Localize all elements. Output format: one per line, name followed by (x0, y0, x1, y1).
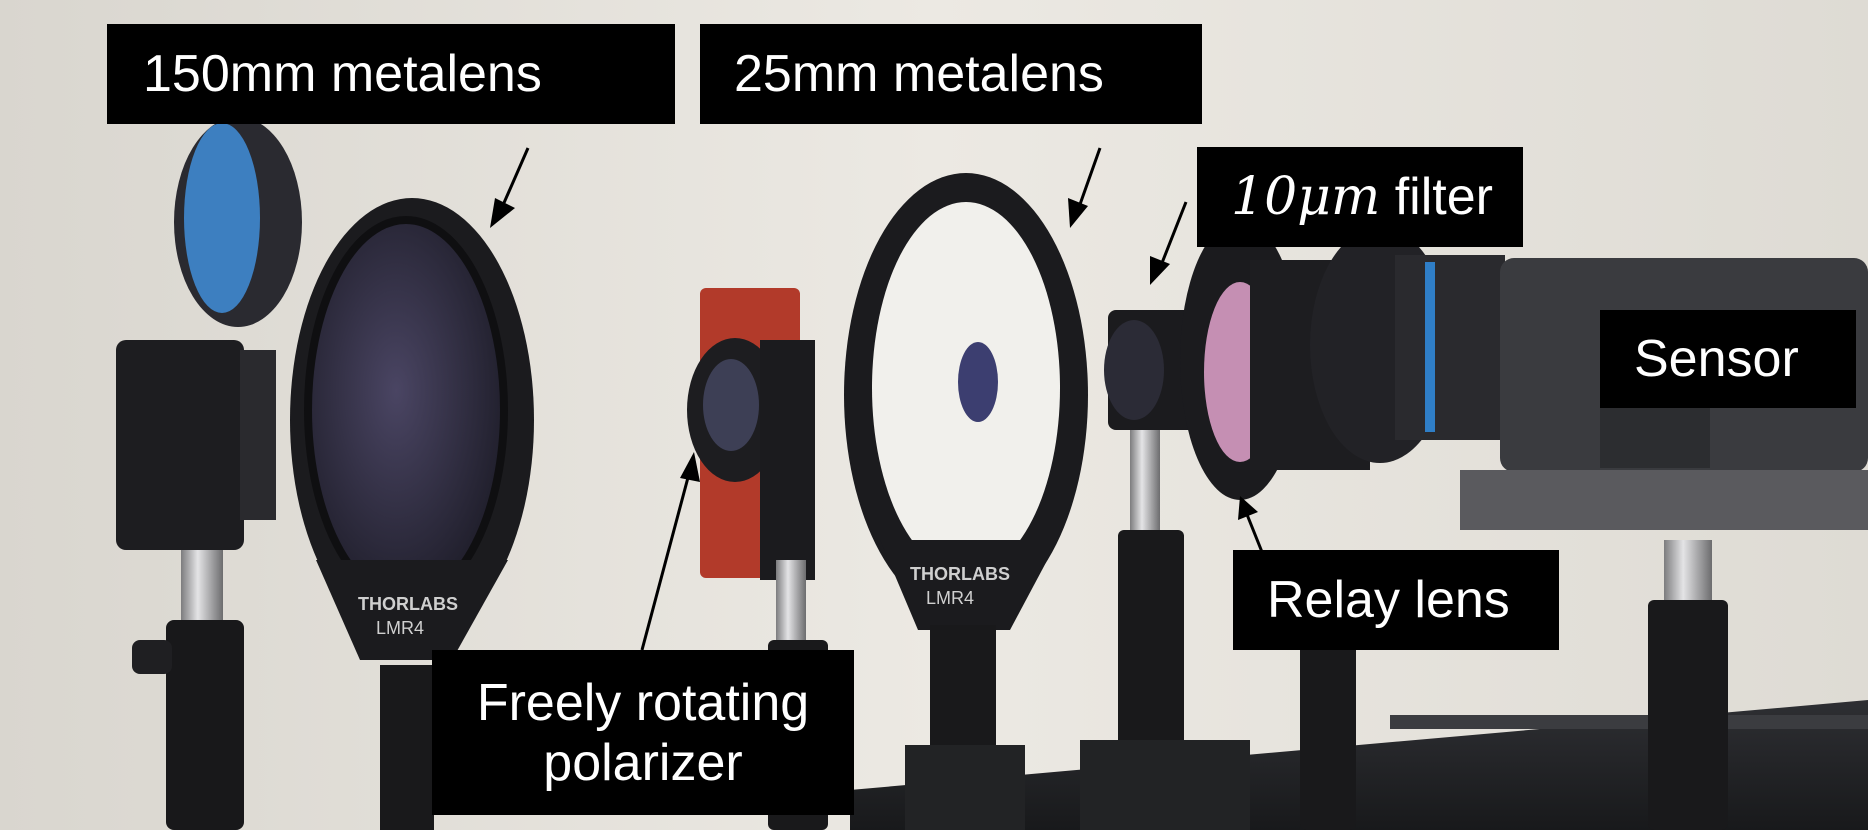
metalens-25-mount: THORLABS LMR4 (844, 173, 1088, 830)
label-relay-lens: Relay lens (1233, 550, 1559, 650)
label-polarizer: Freely rotating polarizer (432, 650, 854, 815)
filter-wheel-mount (116, 117, 302, 830)
label-filter-word: filter (1394, 168, 1493, 226)
label-filter: 10μm filter (1197, 147, 1523, 247)
arrow-150mm (498, 147, 530, 213)
arrow-polarizer-head (680, 452, 700, 482)
label-25mm-metalens: 25mm metalens (700, 24, 1202, 124)
label-polarizer-line2: polarizer (543, 733, 743, 792)
label-polarizer-line1: Freely rotating (476, 673, 810, 732)
label-sensor: Sensor (1600, 310, 1856, 408)
arrow-polarizer (640, 469, 692, 651)
mount-brand-engraving-2: THORLABS (910, 564, 1010, 584)
arrow-relay (1244, 511, 1264, 553)
label-sensor-text: Sensor (1634, 330, 1799, 388)
mount-brand-engraving: THORLABS (358, 594, 458, 614)
metalens-150-mount: THORLABS LMR4 (290, 198, 534, 830)
arrow-25mm-head (1068, 198, 1088, 228)
label-filter-space (1380, 171, 1394, 223)
annotation-arrows (490, 147, 1264, 651)
arrow-relay-head (1238, 496, 1258, 520)
arrow-filter (1158, 201, 1188, 269)
arrow-filter-head (1150, 256, 1170, 285)
label-25mm-text: 25mm metalens (734, 45, 1104, 103)
relay-lens (1180, 220, 1505, 830)
label-relay-text: Relay lens (1267, 571, 1510, 629)
mount-model-engraving-2: LMR4 (926, 588, 974, 608)
mount-model-engraving: LMR4 (376, 618, 424, 638)
filter-mount (1080, 310, 1250, 830)
label-150mm-metalens: 150mm metalens (107, 24, 675, 124)
label-filter-value: 10μm (1231, 167, 1381, 227)
label-150mm-text: 150mm metalens (143, 45, 542, 103)
arrow-150mm-head (490, 198, 515, 228)
arrow-25mm (1076, 147, 1102, 211)
